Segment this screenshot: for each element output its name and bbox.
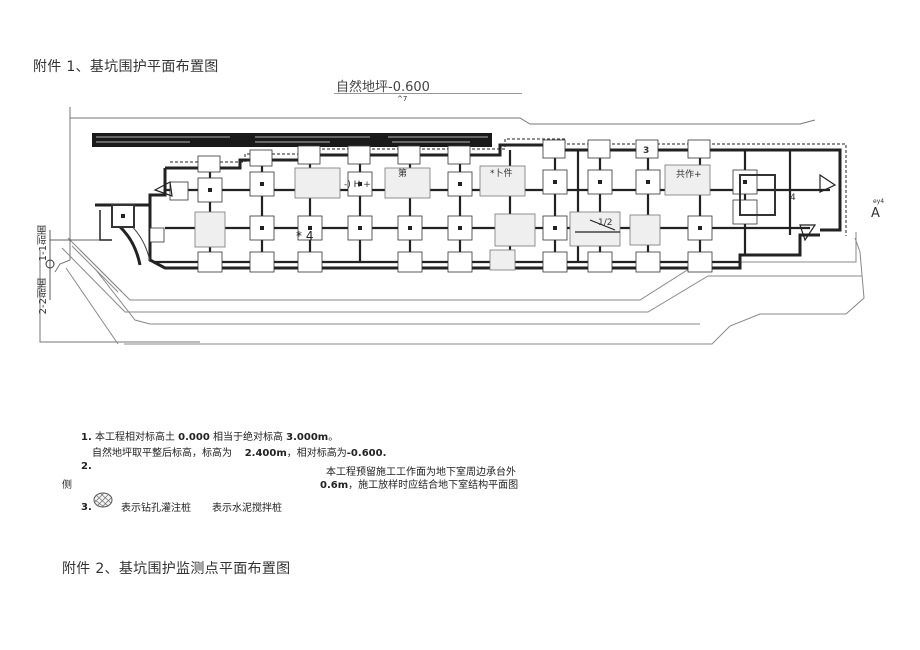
plan-title-marker: ^7	[397, 95, 408, 103]
section-label-1-1: 1-1剖面	[38, 225, 49, 262]
note-2-line-2: 0.6m，施工放样时应结合地下室结构平面图	[320, 476, 518, 491]
section-label-2-2: 2-2剖面	[38, 278, 49, 315]
note-1-text-b: 相当于绝对标高	[212, 432, 283, 443]
area-label-1: -) H +	[344, 180, 371, 190]
area-label-5: * 4	[296, 229, 314, 243]
open-areas	[194, 164, 711, 271]
right-marker-small: ey4	[873, 198, 885, 205]
note-3-text-a: 表示钻孔灌注桩	[121, 503, 191, 514]
area-label-7: 4	[790, 193, 796, 203]
note-2b-value: 0.6m	[320, 480, 349, 491]
note-1b-text-a: 自然地坪取平整后标高，标高为	[92, 448, 232, 459]
note-1-value-b: 3.000m	[286, 432, 329, 443]
note-1-line-2: 自然地坪取平整后标高，标高为 2.400m，相对标高为-0.600.	[92, 444, 386, 459]
annotation-strip	[92, 133, 492, 147]
note-2-text: 本工程预留施工工作面为地下室周边承台外	[326, 467, 516, 478]
bored-pile-legend-icon	[93, 492, 113, 508]
plan-title: 自然地坪-0.600	[336, 80, 430, 95]
site-boundary	[39, 107, 816, 343]
heading-attachment-1: 附件 1、基坑围护平面布置图	[33, 59, 219, 75]
corner-bracing	[153, 173, 837, 242]
note-2-side: 侧	[62, 480, 72, 491]
pile-cap-centres	[121, 180, 747, 230]
note-1-text-a: 本工程相对标高土	[94, 432, 175, 443]
note-2-number-row: 2.	[81, 461, 92, 472]
note-3-text-b: 表示水泥搅拌桩	[212, 503, 282, 514]
curved-wall	[116, 223, 142, 266]
note-1b-text-b: ，相对标高为	[286, 448, 347, 459]
annotation-strip-text	[96, 136, 488, 143]
area-label-6: 3	[643, 146, 650, 156]
note-3-number: 3.	[81, 502, 92, 513]
area-label-8: 1/2	[598, 218, 613, 228]
area-label-2: 第	[398, 169, 408, 179]
area-label-4: 共作+	[676, 170, 702, 180]
right-marker: A	[871, 206, 880, 221]
note-2-number: 2.	[81, 461, 92, 472]
note-1: 1. 本工程相对标高土 0.000 相当于绝对标高 3.000m。	[81, 428, 338, 443]
pile-caps	[111, 139, 776, 273]
note-1b-value-a: 2.400m	[244, 448, 287, 459]
plan-title-underline	[334, 93, 522, 94]
site-plan-drawing	[39, 107, 865, 345]
note-1-end: 。	[328, 432, 339, 443]
heading-attachment-2: 附件 2、基坑围护监测点平面布置图	[62, 561, 291, 577]
note-2b-text: ，施工放样时应结合地下室结构平面图	[348, 480, 519, 491]
section-marker	[45, 230, 55, 300]
note-1-number: 1.	[81, 432, 92, 443]
note-1-value-a: 0.000	[178, 432, 210, 443]
slope-bands	[61, 232, 865, 345]
area-label-3: *卜件	[490, 169, 513, 179]
note-3-number-row: 3.	[81, 502, 92, 513]
note-1b-value-b: -0.600.	[346, 448, 387, 459]
